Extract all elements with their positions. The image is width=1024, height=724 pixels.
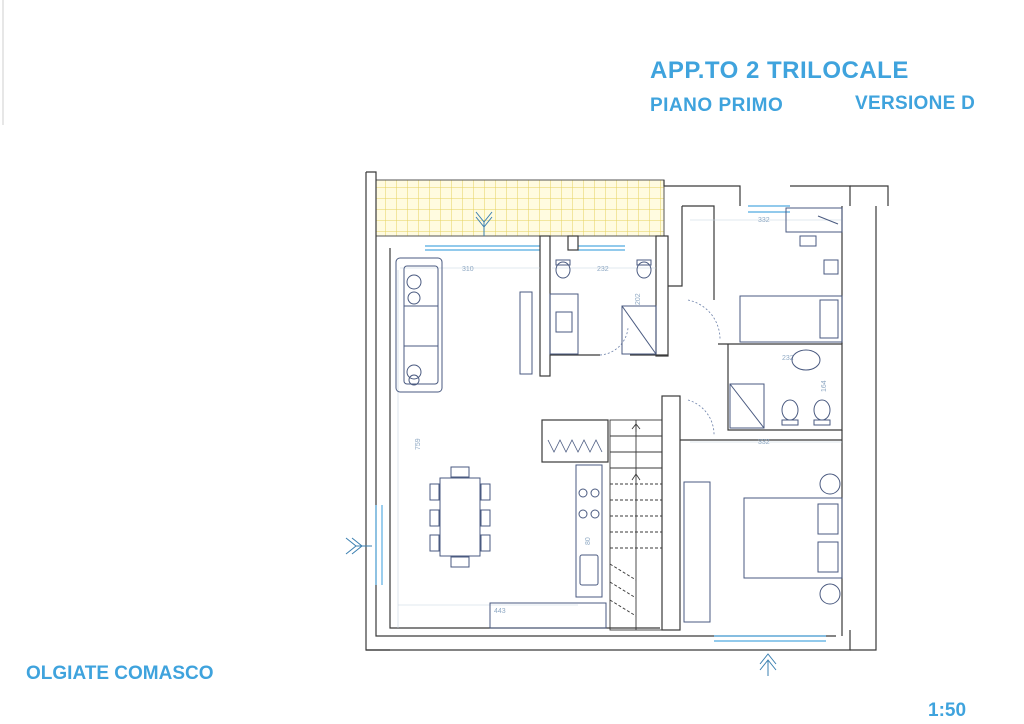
entry-arrow-icon	[345, 537, 372, 555]
dining-table	[429, 466, 491, 568]
bedroom-1-furniture	[739, 207, 843, 343]
location-label: OLGIATE COMASCO	[26, 663, 214, 684]
terrace-entry-arrow-icon	[475, 211, 493, 236]
staircase	[609, 419, 663, 631]
dim-bath2-width: 232	[782, 355, 794, 362]
bathroom-1-fixtures	[549, 259, 657, 355]
dim-bedroom2-width: 332	[758, 439, 770, 446]
dim-living-width: 310	[462, 266, 474, 273]
kitchen	[489, 464, 607, 629]
sofa	[395, 257, 443, 393]
dim-kitchen-bottom: 443	[494, 608, 506, 615]
dim-living-depth: 759	[415, 438, 422, 450]
internal-walls	[539, 205, 843, 636]
tv-unit	[519, 291, 533, 375]
scale-label: 1:50	[928, 700, 967, 721]
plan-title: APP.TO 2 TRILOCALE	[650, 57, 909, 84]
dim-kitchen-width: 80	[585, 537, 592, 545]
floor-label: PIANO PRIMO	[650, 95, 784, 116]
dim-bath-width: 232	[597, 266, 609, 273]
terrace	[375, 179, 665, 237]
bathroom-2-fixtures	[729, 349, 831, 429]
dim-bedroom1-width: 332	[758, 217, 770, 224]
dim-bath-depth: 202	[635, 293, 642, 305]
door-swings	[599, 299, 721, 437]
windows	[375, 205, 826, 642]
wardrobe	[547, 439, 603, 453]
version-label: VERSIONE D	[855, 93, 976, 114]
dim-bath2-depth: 164	[821, 380, 828, 392]
bedroom-2-furniture	[683, 473, 843, 623]
bottom-entry-arrow-icon	[759, 653, 777, 676]
